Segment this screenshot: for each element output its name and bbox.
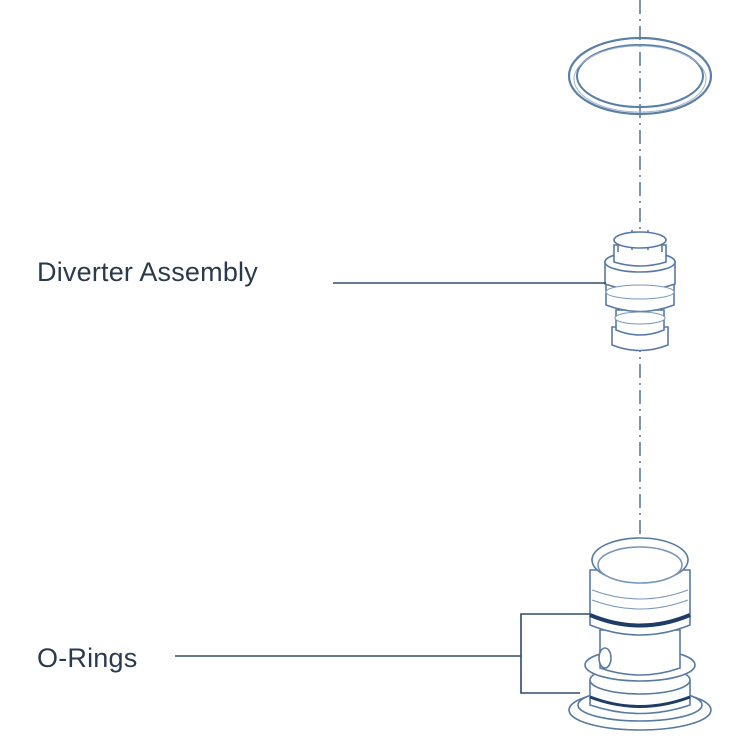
o-ring-lower (589, 695, 691, 708)
o-rings-leader-lines (175, 613, 590, 694)
o-rings-label: O-Rings (37, 643, 138, 673)
top-o-ring (567, 36, 713, 116)
diverter-assembly (604, 230, 676, 352)
valve-body (568, 537, 712, 731)
o-ring-upper (589, 613, 691, 628)
diverter-assembly-label: Diverter Assembly (37, 257, 258, 287)
